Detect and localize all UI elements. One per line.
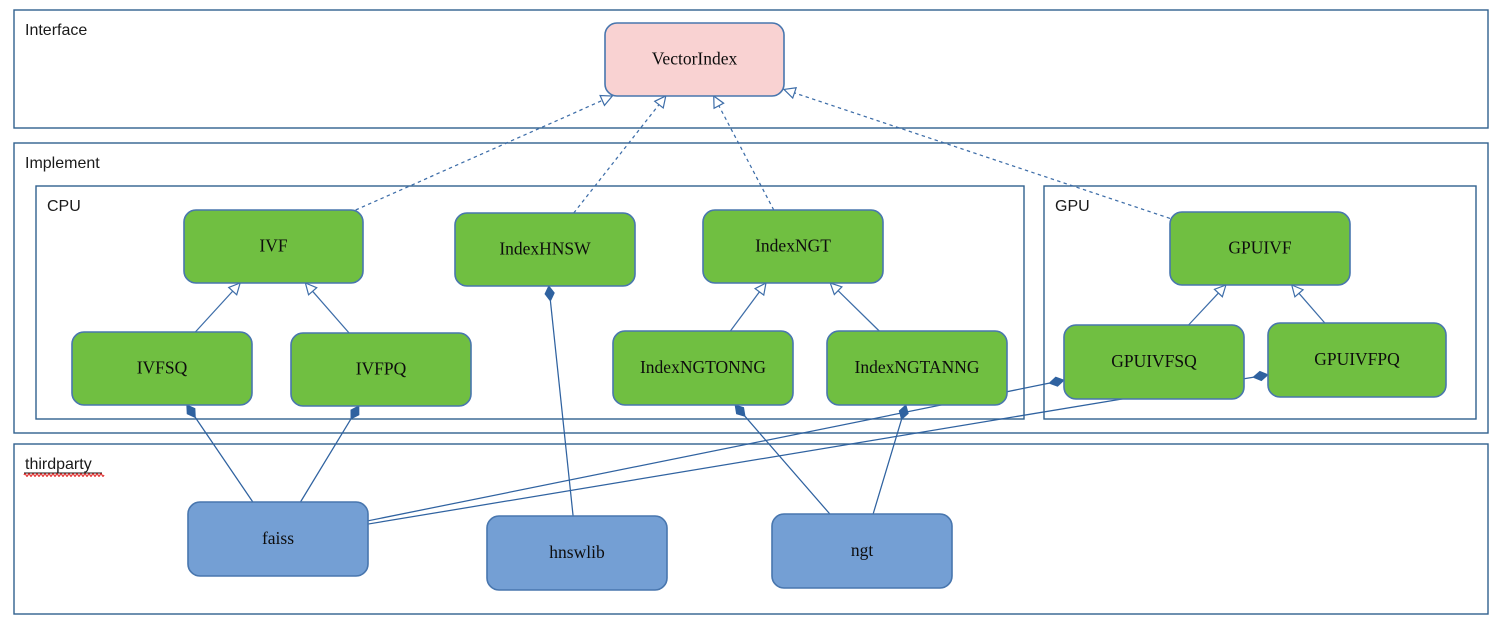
node-shape-ivfsq[interactable]	[71, 331, 253, 406]
node-gpuivf[interactable]: GPUIVF	[1169, 211, 1351, 286]
edge-ivfpq-to-ivf	[304, 281, 350, 334]
edge-gpuivfpq-to-gpuivf	[1290, 283, 1326, 324]
arrowhead-hollow-triangle-gpuivf-vectorindex	[782, 87, 798, 100]
node-label-ivfpq: IVFPQ	[356, 359, 407, 379]
node-label-ivf: IVF	[259, 236, 287, 256]
edge-line-composition-faiss-gpuivfpq	[367, 376, 1254, 525]
node-vectorindex[interactable]: VectorIndex	[604, 22, 785, 97]
node-ivfpq[interactable]: IVFPQ	[290, 332, 472, 407]
node-label-indexngtonng: IndexNGTONNG	[640, 357, 766, 377]
edge-line-composition-hnswlib-indexhnsw	[549, 300, 574, 517]
edge-line-generalization-ivfsq-ivf	[194, 290, 234, 333]
node-hnswlib[interactable]: hnswlib	[486, 515, 668, 591]
edge-faiss-to-ivfpq	[299, 405, 360, 503]
node-label-gpuivf: GPUIVF	[1228, 238, 1291, 258]
edge-line-composition-faiss-ivfsq	[194, 417, 254, 503]
arrowhead-hollow-triangle-indexngt-vectorindex	[713, 94, 725, 110]
node-label-ngt: ngt	[851, 540, 874, 560]
edge-line-generalization-indexngtonng-indexngt	[729, 291, 760, 332]
edge-ivfsq-to-ivf	[194, 281, 242, 333]
group-label-cpu: CPU	[47, 198, 81, 215]
edge-line-composition-faiss-gpuivfsq	[367, 382, 1050, 522]
node-shape-indexngtonng[interactable]	[612, 330, 794, 406]
arrowhead-hollow-triangle-ivf-vectorindex	[599, 94, 614, 107]
edge-indexhnsw-to-vectorindex	[573, 94, 667, 214]
edge-line-composition-faiss-ivfpq	[299, 418, 352, 503]
edge-line-composition-ngt-indexngtonng	[744, 415, 831, 515]
node-shape-hnswlib[interactable]	[486, 515, 668, 591]
edge-indexngtonng-to-indexngt	[729, 281, 767, 332]
edge-line-composition-ngt-indexngtanng	[872, 419, 903, 515]
node-faiss[interactable]: faiss	[187, 501, 369, 577]
node-shape-indexhnsw[interactable]	[454, 212, 636, 287]
edges-layer	[186, 87, 1326, 525]
edge-gpuivf-to-vectorindex	[782, 87, 1171, 220]
edge-line-generalization-indexngtanng-indexngt	[837, 290, 880, 332]
node-indexngt[interactable]: IndexNGT	[702, 209, 884, 284]
node-shape-indexngtanng[interactable]	[826, 330, 1008, 406]
edge-line-generalization-ivfpq-ivf	[312, 290, 350, 334]
node-label-indexhnsw: IndexHNSW	[499, 239, 591, 259]
node-shape-gpuivf[interactable]	[1169, 211, 1351, 286]
node-indexngtonng[interactable]: IndexNGTONNG	[612, 330, 794, 406]
node-label-indexngtanng: IndexNGTANNG	[855, 357, 980, 377]
node-shape-ngt[interactable]	[771, 513, 953, 589]
group-label-implement: Implement	[25, 155, 100, 172]
edge-indexngt-to-vectorindex	[713, 94, 775, 211]
edge-line-realization-indexhnsw-vectorindex	[573, 104, 660, 214]
arrowhead-hollow-triangle-indexhnsw-vectorindex	[653, 94, 667, 110]
node-indexhnsw[interactable]: IndexHNSW	[454, 212, 636, 287]
edge-line-realization-ivf-vectorindex	[355, 99, 603, 211]
edge-ivf-to-vectorindex	[355, 94, 614, 211]
edge-faiss-to-gpuivfsq	[367, 376, 1065, 522]
node-gpuivfsq[interactable]: GPUIVFSQ	[1063, 324, 1245, 400]
node-shape-ivfpq[interactable]	[290, 332, 472, 407]
node-label-hnswlib: hnswlib	[549, 542, 605, 562]
group-label-thirdparty: thirdparty	[25, 456, 92, 473]
node-ivf[interactable]: IVF	[183, 209, 364, 284]
edge-indexngtanng-to-indexngt	[829, 282, 880, 332]
edge-gpuivfsq-to-gpuivf	[1188, 284, 1227, 326]
node-label-ivfsq: IVFSQ	[137, 358, 188, 378]
group-label-interface: Interface	[25, 22, 87, 39]
node-shape-indexngt[interactable]	[702, 209, 884, 284]
node-label-faiss: faiss	[262, 528, 294, 548]
spellcheck-squiggle-thirdparty	[23, 473, 105, 477]
node-label-gpuivfsq: GPUIVFSQ	[1111, 351, 1197, 371]
node-ivfsq[interactable]: IVFSQ	[71, 331, 253, 406]
node-label-indexngt: IndexNGT	[755, 236, 831, 256]
edge-line-generalization-gpuivfsq-gpuivf	[1188, 292, 1219, 326]
node-ngt[interactable]: ngt	[771, 513, 953, 589]
node-label-gpuivfpq: GPUIVFPQ	[1314, 349, 1400, 369]
node-indexngtanng[interactable]: IndexNGTANNG	[826, 330, 1008, 406]
edge-faiss-to-gpuivfpq	[367, 370, 1269, 525]
node-shape-faiss[interactable]	[187, 501, 369, 577]
edge-line-realization-indexngt-vectorindex	[718, 105, 775, 211]
group-label-gpu: GPU	[1055, 198, 1090, 215]
edge-hnswlib-to-indexhnsw	[544, 285, 574, 517]
node-shape-gpuivfsq[interactable]	[1063, 324, 1245, 400]
node-shape-gpuivfpq[interactable]	[1267, 322, 1447, 398]
node-shape-vectorindex[interactable]	[604, 22, 785, 97]
edge-line-realization-gpuivf-vectorindex	[794, 92, 1171, 220]
edge-line-generalization-gpuivfpq-gpuivf	[1298, 292, 1326, 324]
node-label-vectorindex: VectorIndex	[652, 49, 738, 69]
edge-ngt-to-indexngtonng	[734, 404, 831, 515]
edge-ngt-to-indexngtanng	[872, 404, 909, 515]
node-gpuivfpq[interactable]: GPUIVFPQ	[1267, 322, 1447, 398]
edge-faiss-to-ivfsq	[186, 404, 254, 503]
node-shape-ivf[interactable]	[183, 209, 364, 284]
